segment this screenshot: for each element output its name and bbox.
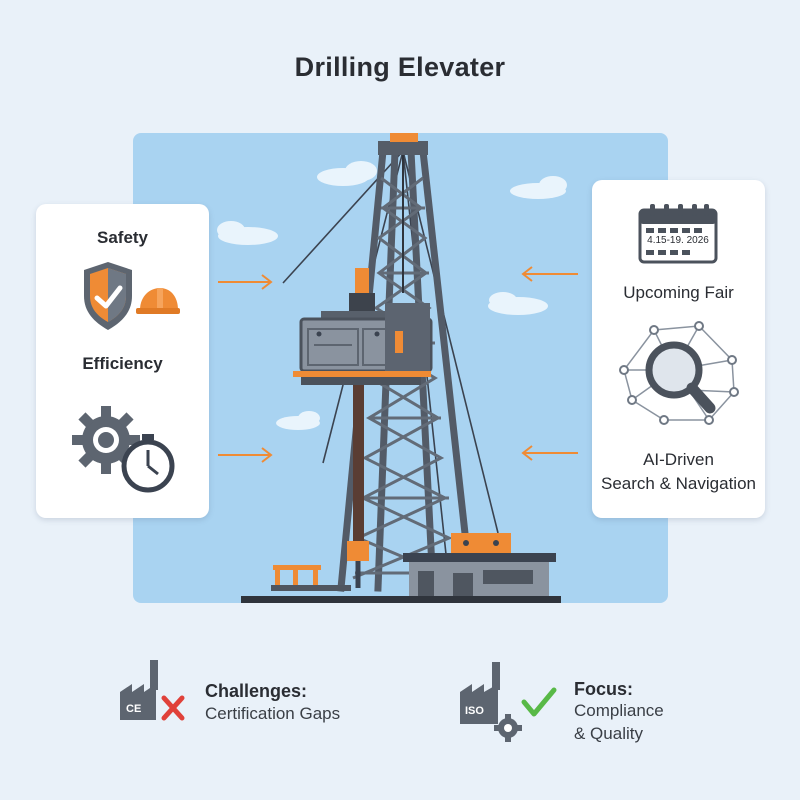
ai-search-label-line1: AI-Driven (643, 450, 714, 469)
ai-search-label-line2: Search & Navigation (601, 474, 756, 493)
upcoming-fair-label: Upcoming Fair (623, 283, 734, 302)
page-title: Drilling Elevater (294, 52, 506, 82)
network-magnifier-icon (614, 320, 744, 435)
iso-badge: ISO (465, 705, 484, 717)
arrow-right-icon (218, 272, 274, 292)
safety-label: Safety (96, 228, 149, 247)
challenges-text: Certification Gaps (205, 704, 341, 723)
arrow-right-icon (218, 445, 274, 465)
ce-badge: CE (126, 703, 142, 715)
focus-icon-group: ISO (460, 662, 560, 742)
focus-text-line2: & Quality (574, 724, 643, 743)
drilling-rig-illustration (217, 133, 567, 603)
rig-scene (133, 133, 668, 603)
arrow-left-icon (520, 443, 578, 463)
factory-ce-cross-icon (120, 660, 185, 721)
benefits-card: Safety Efficiency (36, 204, 209, 518)
focus-heading: Focus: (574, 679, 634, 699)
calendar-icon: 4.15-19. 2026 (638, 202, 718, 264)
arrow-left-icon (520, 264, 578, 284)
efficiency-label: Efficiency (82, 354, 163, 373)
gear-stopwatch-icon (70, 400, 180, 496)
cloud-icon (217, 161, 567, 430)
challenges-icon-group: CE (120, 660, 186, 726)
features-card: 4.15-19. 2026 Upcoming Fair AI-Driven Se… (592, 180, 765, 518)
shield-hardhat-icon (80, 260, 180, 332)
calendar-date-text: 4.15-19. 2026 (647, 235, 709, 246)
challenges-heading: Challenges: (205, 681, 308, 701)
focus-text-line1: Compliance (574, 701, 664, 720)
factory-iso-check-icon (460, 662, 557, 742)
